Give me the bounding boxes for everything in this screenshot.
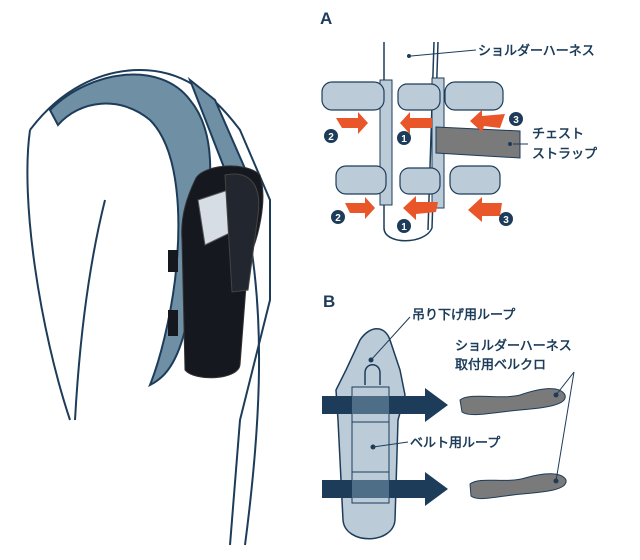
strap-buckle-bottom [168, 310, 178, 336]
velcro-strap [469, 473, 567, 500]
velcro-tab [449, 165, 501, 195]
arrow-left-icon [468, 197, 502, 222]
velcro-tab [399, 167, 441, 195]
shoulder-harness-label: ショルダーハーネス [478, 43, 595, 59]
velcro-tab [444, 81, 504, 111]
velcro-label-line2: 取付用ベルクロ [455, 357, 546, 373]
pouch-illustration [168, 165, 264, 379]
section-a-title: A [320, 9, 332, 28]
step-1-badge: 1 [401, 134, 407, 145]
step-3-badge: 3 [503, 215, 509, 226]
pouch-back-diagram [322, 328, 448, 540]
step-2-badge: 2 [328, 132, 334, 143]
step-1-badge: 1 [401, 222, 407, 233]
hanging-loop [364, 364, 381, 385]
velcro-label-line1: ショルダーハーネス [455, 338, 572, 354]
arrow-right-icon [345, 197, 375, 219]
harness-diagram-a [321, 41, 528, 242]
arrow-right-icon [336, 112, 368, 134]
velcro-tab [321, 81, 385, 111]
arm-outline [26, 129, 106, 421]
velcro-straps-b [459, 388, 567, 500]
leader-lines-b [368, 316, 575, 482]
velcro-strap [459, 388, 566, 416]
strap-buckle-top [168, 250, 178, 272]
velcro-tab [335, 165, 387, 195]
direction-arrows-a [336, 110, 505, 222]
back-outline [244, 239, 261, 546]
section-b-title: B [323, 292, 335, 311]
step-3-badge: 3 [513, 115, 519, 126]
arrow-left-icon [400, 112, 432, 134]
arrow-left-icon [403, 196, 438, 220]
harness-strap [48, 73, 212, 388]
step-badges: 2 1 3 2 1 3 [324, 112, 523, 233]
hanging-loop-label: 吊り下げ用ループ [412, 307, 516, 323]
chest-strap-label-line2: ストラップ [532, 147, 598, 162]
pouch-flap [224, 173, 260, 293]
step-2-badge: 2 [335, 213, 341, 224]
belt-loop-label: ベルト用ループ [410, 436, 501, 451]
velcro-tab [397, 83, 441, 111]
body-outline [29, 68, 271, 546]
chest-strap-label-line1: チェスト [532, 127, 584, 142]
chest-strap [435, 126, 521, 159]
arrow-left-icon [470, 110, 505, 132]
